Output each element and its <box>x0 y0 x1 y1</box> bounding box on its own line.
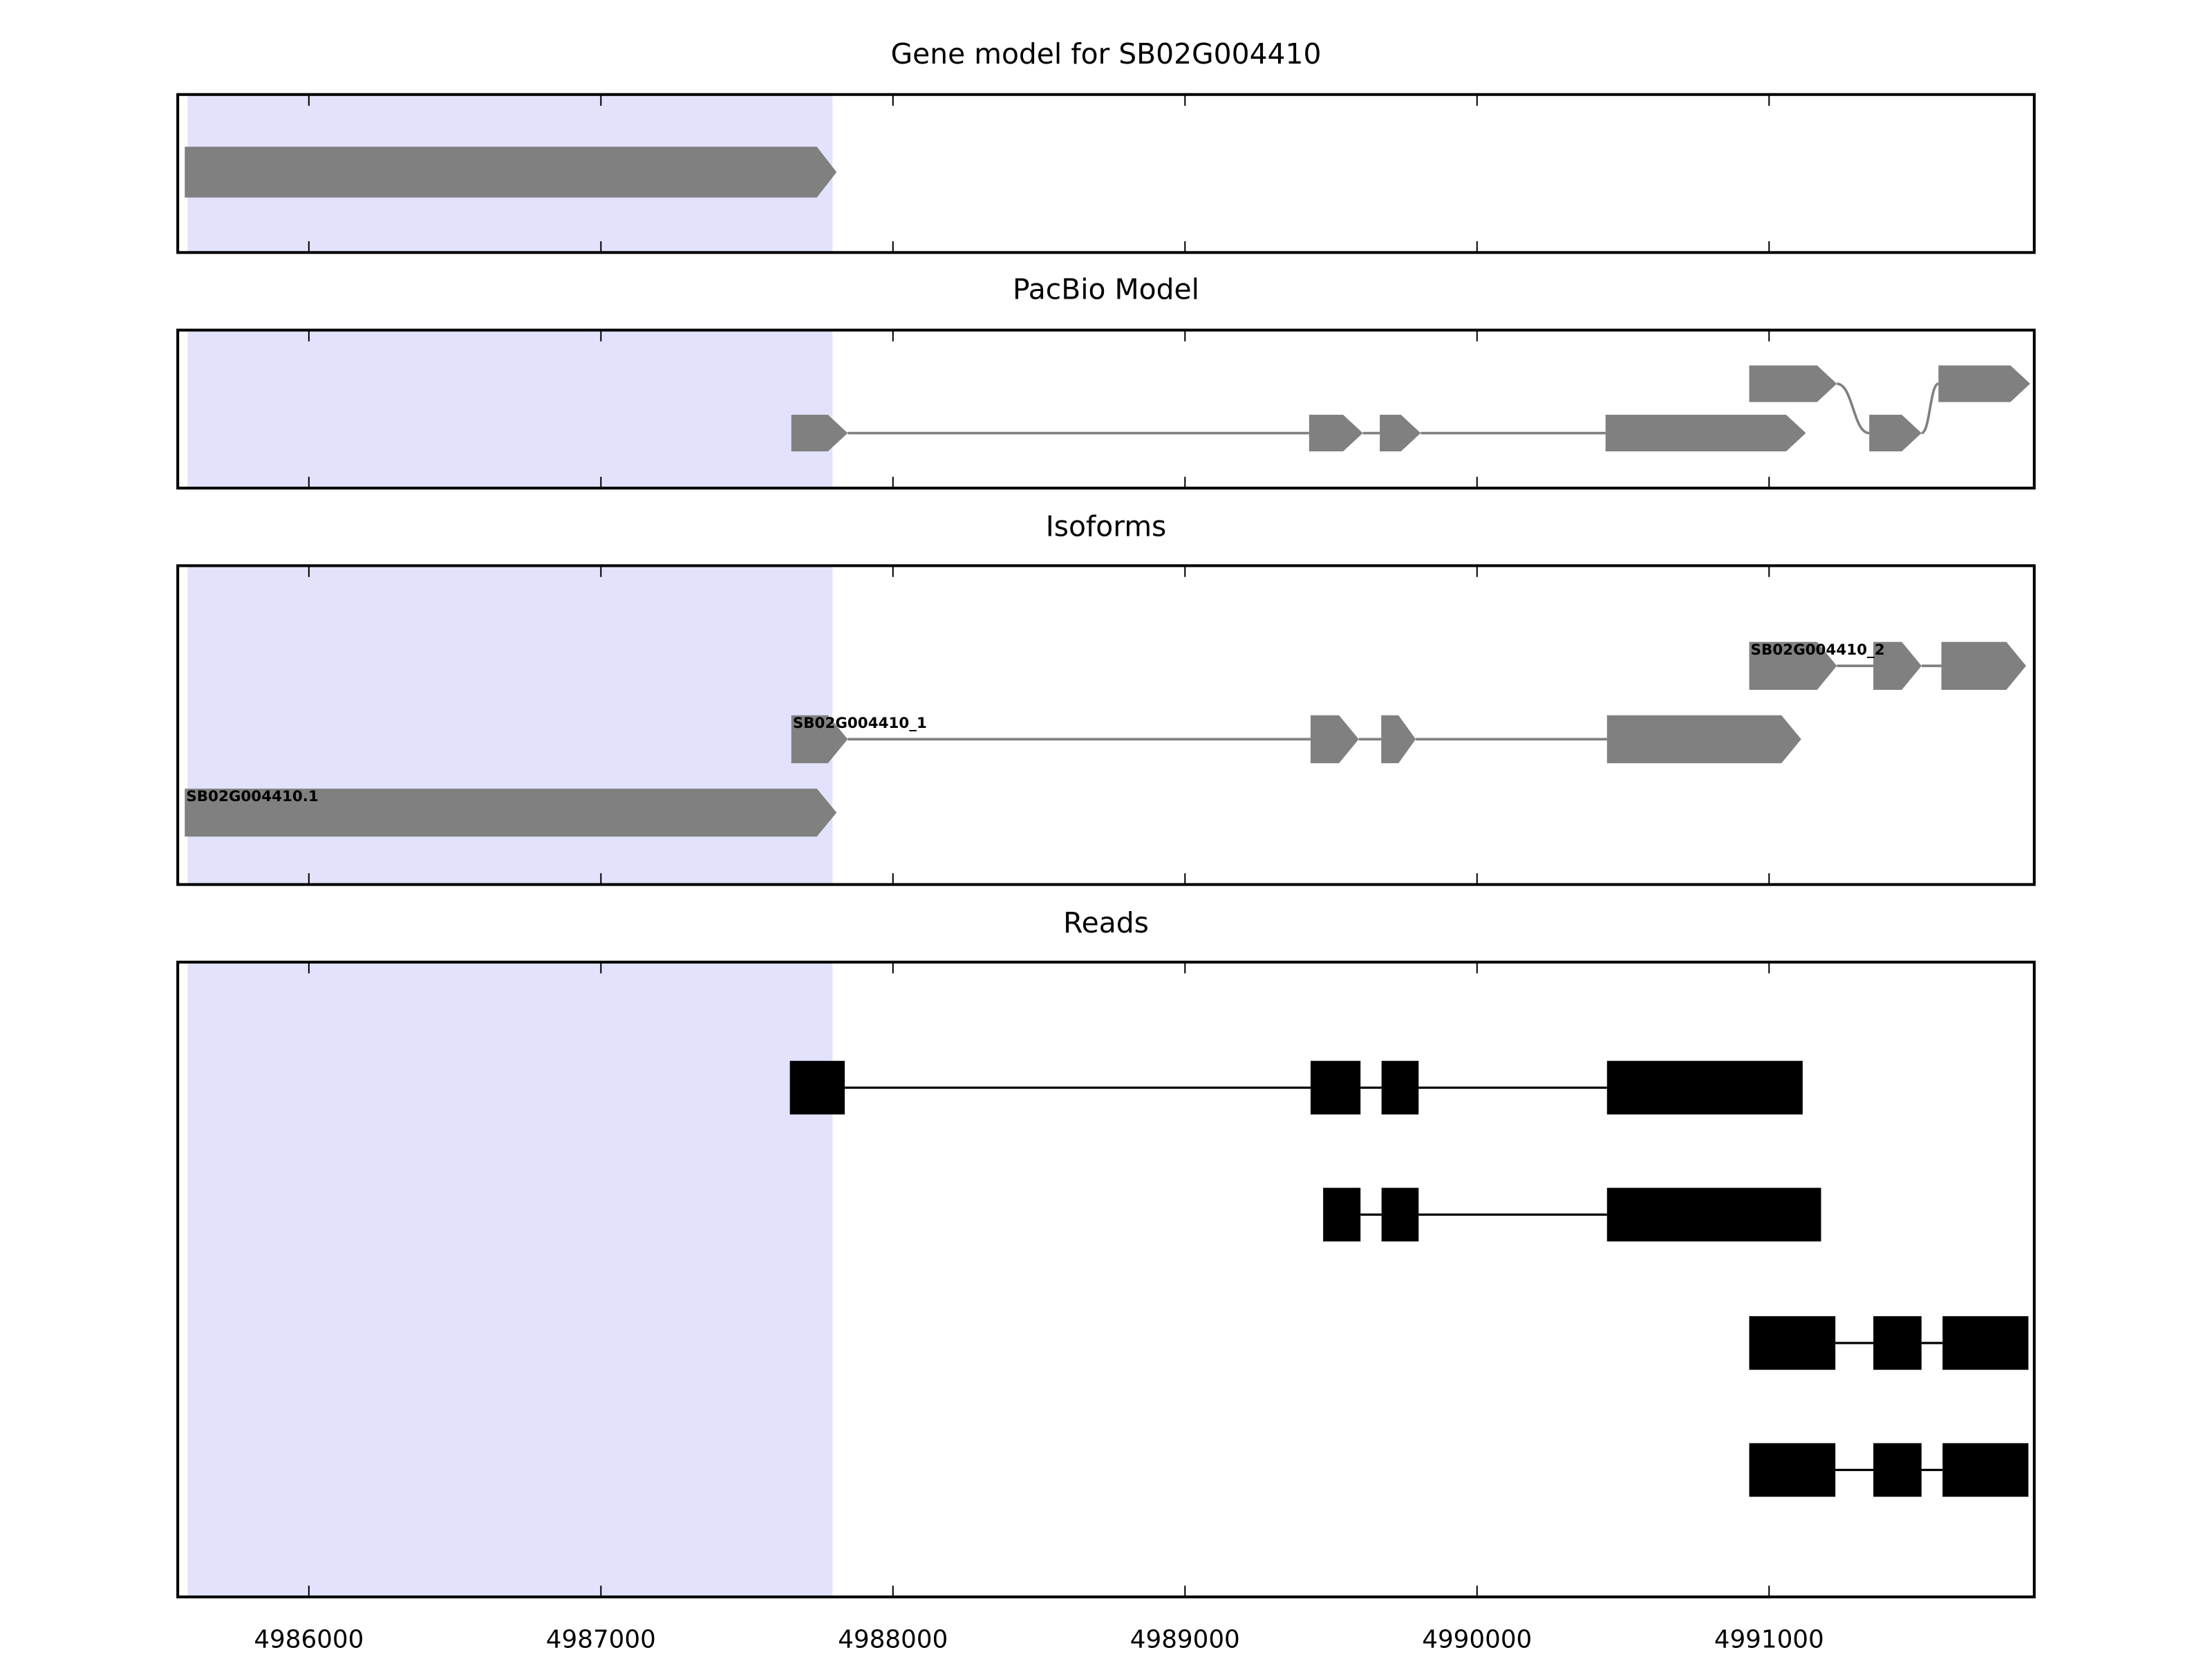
read-exon <box>1606 1188 1821 1241</box>
read-exon <box>1381 1188 1419 1241</box>
read <box>1749 1443 2029 1497</box>
read-exon <box>1942 1316 2029 1370</box>
highlight-region <box>187 565 833 885</box>
exon-arrow <box>185 788 837 837</box>
features <box>185 147 837 198</box>
isoform-label: SB02G004410_1 <box>793 715 927 732</box>
x-tick-label: 4986000 <box>254 1626 364 1654</box>
intron-curve <box>1836 382 1870 435</box>
highlight-region <box>187 962 833 1597</box>
isoform-label: SB02G004410_2 <box>1751 641 1885 659</box>
exon-arrow <box>1381 715 1416 764</box>
exon-arrow <box>1606 715 1801 764</box>
read-exon <box>1606 1060 1803 1115</box>
axes-frame <box>176 93 2036 254</box>
x-axis-tick-labels: 4986000 4987000 4988000 4989000 4990000 49910… <box>254 1626 1824 1654</box>
transcript: SB02G004410_2 <box>1749 641 2027 690</box>
intron-curve <box>1920 382 1940 435</box>
exon-arrow <box>1941 641 2027 690</box>
panel-title: Isoforms <box>1046 510 1167 543</box>
read-exon <box>789 1060 845 1115</box>
features <box>789 1060 2029 1497</box>
features <box>791 365 2030 452</box>
axes-frame <box>176 564 2036 886</box>
read <box>789 1060 1803 1115</box>
read-exon <box>1381 1060 1419 1115</box>
transcript: SB02G004410.1 <box>185 788 837 837</box>
x-tick-label: 4989000 <box>1130 1626 1240 1654</box>
axes-frame <box>176 960 2036 1599</box>
read <box>1749 1316 2029 1370</box>
read-exon <box>1873 1443 1922 1497</box>
exon-arrow <box>1869 415 1922 452</box>
exon-arrow <box>1380 415 1421 452</box>
exon-arrow <box>791 415 848 452</box>
transcript <box>791 415 1806 452</box>
x-tick-label: 4991000 <box>1714 1626 1824 1654</box>
panel-isoforms: SB02G004410.1 SB02G004410_1 SB02G004410_2 I… <box>176 510 2036 886</box>
exon-arrow <box>1873 641 1922 690</box>
panel-title: Gene model for SB02G004410 <box>891 37 1322 71</box>
exon-arrow <box>1749 365 1837 402</box>
exon-arrow <box>1749 641 1837 690</box>
exon-arrow <box>1938 365 2030 402</box>
panel-title: PacBio Model <box>1013 273 1199 306</box>
exon-arrow <box>1309 415 1363 452</box>
x-tick-label: 4988000 <box>838 1626 948 1654</box>
transcript <box>185 147 837 198</box>
read-exon <box>1749 1316 1836 1370</box>
exon-arrow <box>1605 415 1806 452</box>
axes-frame <box>176 328 2036 490</box>
exon-arrow <box>791 715 848 764</box>
exon-arrow <box>1310 715 1359 764</box>
read-exon <box>1873 1316 1922 1370</box>
transcript: SB02G004410_1 <box>791 715 1801 764</box>
isoform-label: SB02G004410.1 <box>186 788 318 805</box>
panel-reads: Reads <box>176 906 2036 1599</box>
x-tick-label: 4987000 <box>546 1626 656 1654</box>
x-tick-label: 4990000 <box>1422 1626 1532 1654</box>
transcript <box>1749 365 2030 452</box>
exon-arrow <box>185 147 837 198</box>
highlight-region <box>187 330 833 489</box>
features: SB02G004410.1 SB02G004410_1 SB02G004410_2 <box>185 641 2027 837</box>
panel-gene: Gene model for SB02G004410 <box>176 37 2036 254</box>
read-exon <box>1942 1443 2029 1497</box>
read-exon <box>1310 1060 1361 1115</box>
read <box>1323 1188 1821 1241</box>
panel-pacbio: PacBio Model <box>176 273 2036 490</box>
panel-title: Reads <box>1063 906 1149 939</box>
read-exon <box>1323 1188 1361 1241</box>
read-exon <box>1749 1443 1836 1497</box>
